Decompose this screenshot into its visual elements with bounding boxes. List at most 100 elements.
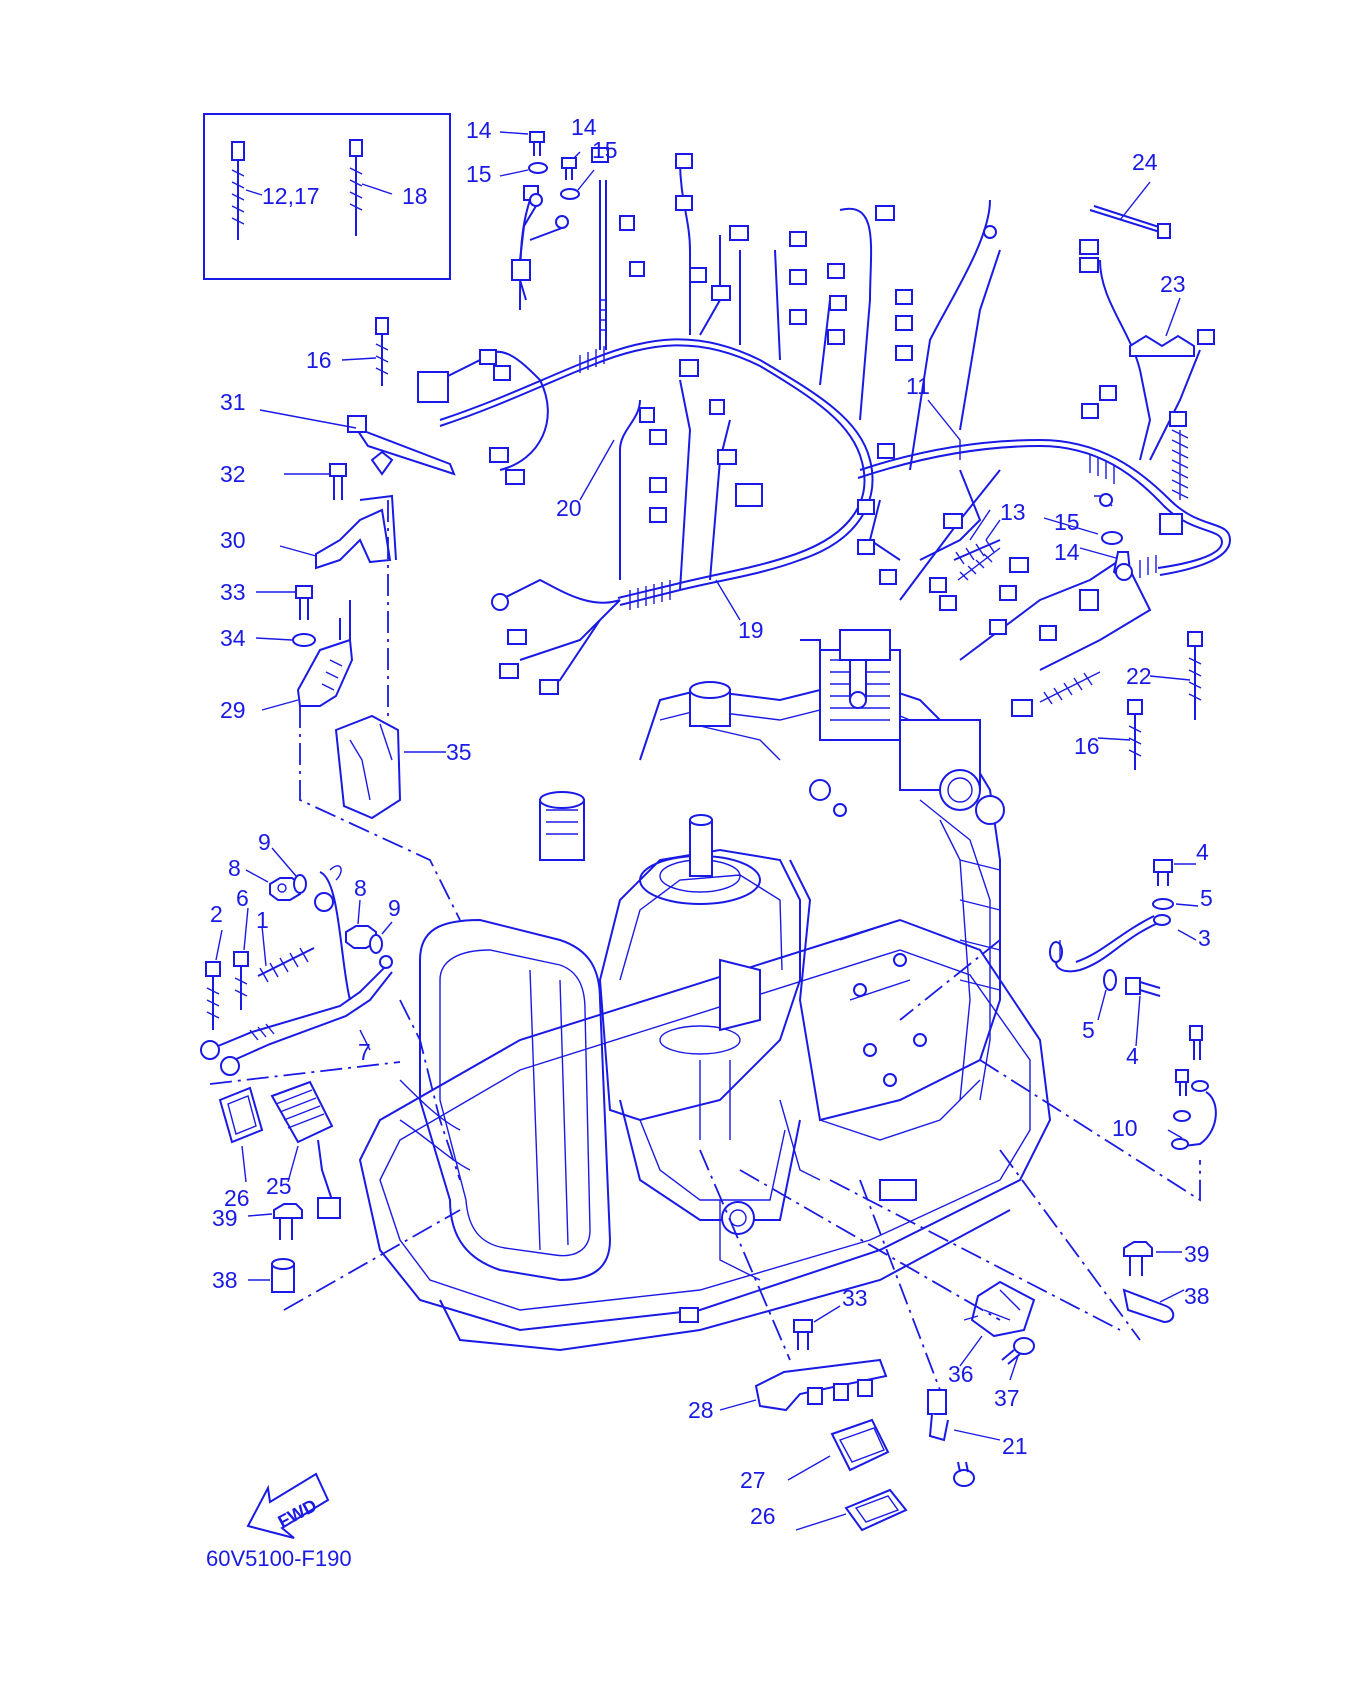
wire-harness bbox=[417, 147, 1232, 717]
part-15-washer-right bbox=[1043, 493, 1123, 545]
part-3-earth-wire bbox=[1049, 914, 1197, 973]
callout-4: 4 bbox=[1196, 839, 1209, 865]
part-26-gasket-bottom bbox=[795, 1488, 908, 1532]
callout-24: 24 bbox=[1132, 149, 1158, 175]
part-21-relay-bottom bbox=[927, 1389, 1001, 1487]
callout-5: 5 bbox=[1082, 1017, 1095, 1043]
part-30-bracket bbox=[279, 494, 397, 570]
bolts-14-15-top bbox=[499, 131, 595, 301]
part-38-collar-left bbox=[248, 1258, 295, 1293]
callout-20: 20 bbox=[556, 495, 582, 521]
callout-35: 35 bbox=[446, 739, 472, 765]
part-23-clip bbox=[1129, 297, 1195, 357]
callout-labels: 14 14 15 15 24 23 11 16 31 32 30 33 34 2… bbox=[210, 114, 1213, 1529]
callout-38: 38 bbox=[212, 1267, 238, 1293]
part-36-sensor bbox=[959, 1280, 1036, 1367]
part-27-fuse-holder bbox=[787, 1418, 890, 1481]
part-16-cable-tie-right bbox=[1097, 699, 1143, 770]
part-7-lead-wire bbox=[200, 865, 393, 1076]
part-26-gasket-left bbox=[218, 1086, 264, 1183]
callout-6: 6 bbox=[236, 885, 249, 911]
part-24-cable-tie bbox=[1089, 181, 1171, 239]
callout-13: 13 bbox=[1000, 499, 1026, 525]
callout-33: 33 bbox=[842, 1285, 868, 1311]
callout-9: 9 bbox=[388, 895, 401, 921]
callout-11: 11 bbox=[906, 373, 930, 399]
callout-25: 25 bbox=[266, 1173, 292, 1199]
callout-16: 16 bbox=[1074, 733, 1100, 759]
part-4-bolt-bottom bbox=[1125, 977, 1161, 1047]
part-4-bolt-top bbox=[1153, 859, 1196, 886]
part-33-bolt-left bbox=[256, 585, 313, 620]
part-33-bolt-bottom bbox=[793, 1305, 841, 1350]
callout-19: 19 bbox=[738, 617, 764, 643]
callout-1: 1 bbox=[256, 907, 269, 933]
callout-38: 38 bbox=[1184, 1283, 1210, 1309]
callout-9: 9 bbox=[258, 829, 271, 855]
part-35-relay bbox=[334, 714, 446, 820]
part-10-earth-lead bbox=[1167, 1025, 1217, 1150]
callout-2: 2 bbox=[210, 901, 223, 927]
callout-10: 10 bbox=[1112, 1115, 1138, 1141]
harness-connectors bbox=[417, 147, 1215, 717]
part-2-cable-tie bbox=[205, 929, 223, 1030]
part-38-collar-right bbox=[1122, 1288, 1185, 1324]
part-37-screw bbox=[1001, 1337, 1035, 1381]
part-1-grommet-coil bbox=[257, 925, 315, 983]
callout-14: 14 bbox=[466, 117, 492, 143]
part-5-washer-bottom bbox=[1097, 969, 1117, 1021]
callout-15: 15 bbox=[592, 137, 618, 163]
callout-8: 8 bbox=[228, 855, 241, 881]
part-14-bolt-right bbox=[1079, 547, 1133, 581]
cable-tie-12-17 bbox=[231, 141, 263, 240]
callout-26: 26 bbox=[750, 1503, 776, 1529]
engine-block bbox=[358, 629, 1052, 1352]
callout-16: 16 bbox=[306, 347, 332, 373]
callout-36: 36 bbox=[948, 1361, 974, 1387]
inset-box: 12,17 18 bbox=[203, 113, 451, 280]
part-9-washer-right bbox=[369, 921, 393, 954]
callout-23: 23 bbox=[1160, 271, 1186, 297]
callout-34: 34 bbox=[220, 625, 246, 651]
part-9-washer-left bbox=[271, 847, 307, 894]
callout-28: 28 bbox=[688, 1397, 714, 1423]
callout-39: 39 bbox=[1184, 1241, 1210, 1267]
part-22-cable-tie bbox=[1149, 631, 1203, 720]
callout-26: 26 bbox=[224, 1185, 250, 1211]
cable-tie-18 bbox=[349, 139, 393, 236]
part-31-stay bbox=[259, 409, 456, 476]
callout-3: 3 bbox=[1198, 925, 1211, 951]
callout-7: 7 bbox=[358, 1039, 371, 1065]
callout-22: 22 bbox=[1126, 663, 1152, 689]
callout-8: 8 bbox=[354, 875, 367, 901]
part-25-rectifier bbox=[270, 1080, 341, 1219]
fwd-arrow-icon: FWD bbox=[246, 1472, 330, 1539]
part-16-cable-tie-top bbox=[341, 317, 389, 386]
callout-27: 27 bbox=[740, 1467, 766, 1493]
callout-15: 15 bbox=[1054, 509, 1080, 535]
callout-33: 33 bbox=[220, 579, 246, 605]
part-34-washer bbox=[255, 633, 316, 647]
callout-31: 31 bbox=[220, 389, 246, 415]
callout-5: 5 bbox=[1200, 885, 1213, 911]
part-29-bracket bbox=[261, 600, 354, 711]
part-32-bolt bbox=[284, 463, 347, 500]
callout-30: 30 bbox=[220, 527, 246, 553]
part-39-bolt-left bbox=[247, 1203, 303, 1240]
callout-15: 15 bbox=[466, 161, 492, 187]
callout-14: 14 bbox=[1054, 539, 1080, 565]
part-8-nut-left bbox=[245, 869, 301, 901]
callout-39: 39 bbox=[212, 1205, 238, 1231]
callout-29: 29 bbox=[220, 697, 246, 723]
diagram-code: 60V5100-F190 bbox=[206, 1546, 352, 1571]
inset-label-18: 18 bbox=[402, 183, 428, 209]
part-39-bolt-right bbox=[1123, 1241, 1182, 1276]
part-5-washer-top bbox=[1152, 898, 1199, 910]
part-28-bracket bbox=[719, 1358, 888, 1412]
part-13-grommet bbox=[953, 519, 1001, 565]
callout-14: 14 bbox=[571, 114, 597, 140]
callout-21: 21 bbox=[1002, 1433, 1028, 1459]
part-6-cable-tie bbox=[233, 907, 249, 1010]
